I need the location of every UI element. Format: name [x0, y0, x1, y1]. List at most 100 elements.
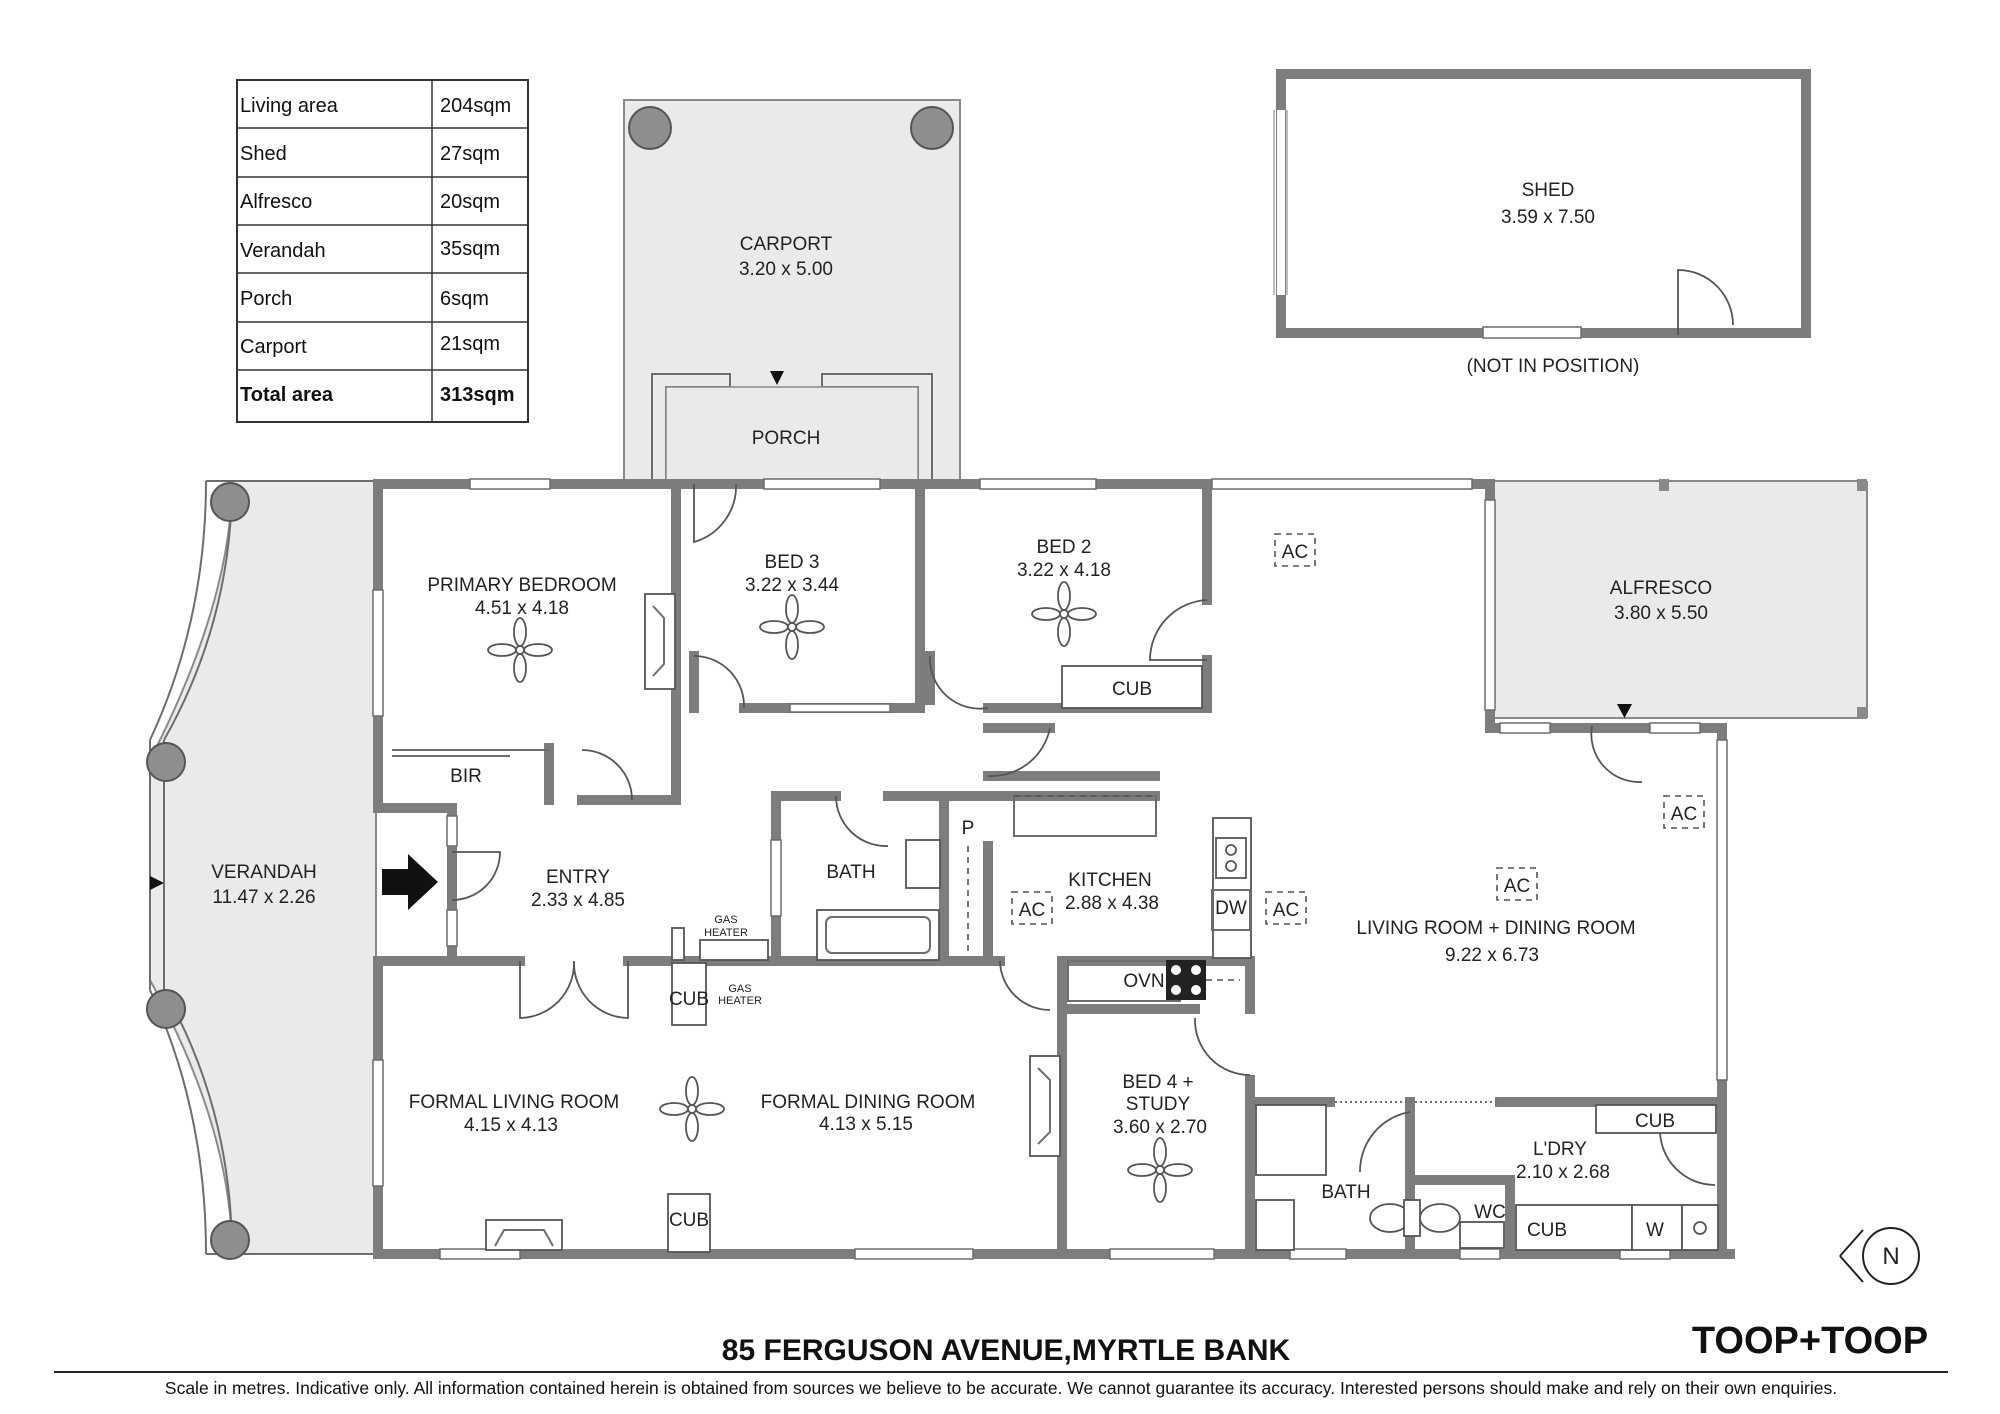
verandah-post — [146, 989, 186, 1029]
ceiling-fan-icon — [759, 594, 825, 660]
area-row-value: 6sqm — [440, 288, 489, 310]
shed-door — [1677, 269, 1734, 335]
cub-label: CUB — [669, 1210, 709, 1231]
primary-bedroom-name: PRIMARY BEDROOM — [427, 575, 616, 596]
compass-letter: N — [1882, 1243, 1899, 1270]
living-dining-name: LIVING ROOM + DINING ROOM — [1356, 918, 1635, 939]
ac-label: AC — [1504, 876, 1530, 897]
cub-label: CUB — [1112, 679, 1152, 700]
area-row-label: Carport — [240, 336, 307, 358]
kitchen-dims: 2.88 x 4.38 — [1065, 893, 1159, 914]
bed2-name: BED 2 — [1037, 537, 1092, 558]
ceiling-fan-icon — [659, 1076, 725, 1142]
ceiling-fan-icon — [487, 617, 553, 683]
verandah-post — [146, 742, 186, 782]
area-total-label: Total area — [240, 384, 334, 406]
ceiling-fan-icon — [1127, 1137, 1193, 1203]
fixtures — [382, 533, 1719, 1253]
carport-post — [628, 106, 672, 150]
area-row-label: Alfresco — [240, 191, 312, 213]
fireplace — [485, 1219, 563, 1251]
shed-dims: 3.59 x 7.50 — [1501, 207, 1595, 228]
area-row-label: Verandah — [240, 240, 326, 262]
alfresco-name: ALFRESCO — [1610, 578, 1712, 599]
address-title: 85 FERGUSON AVENUE,MYRTLE BANK — [722, 1334, 1291, 1367]
wc-name: WC — [1474, 1202, 1506, 1223]
cub-label: CUB — [1527, 1220, 1567, 1241]
gas-heater-label: GAS — [728, 983, 751, 995]
bir-label: BIR — [450, 766, 482, 787]
laundry-name: L'DRY — [1533, 1139, 1587, 1160]
shed-name: SHED — [1522, 180, 1575, 201]
oven-label: OVN — [1123, 971, 1164, 992]
verandah-name: VERANDAH — [211, 862, 317, 883]
area-row-value: 27sqm — [440, 143, 500, 165]
carport-dims: 3.20 x 5.00 — [739, 259, 833, 280]
area-total-value: 313sqm — [440, 384, 515, 406]
area-row-label: Porch — [240, 288, 292, 310]
verandah-post — [210, 1220, 250, 1260]
gas-heater-label: HEATER — [704, 927, 748, 939]
toilet-icon — [1419, 1203, 1461, 1233]
bed4-name-line2: STUDY — [1126, 1094, 1191, 1115]
verandah: VERANDAH 11.47 x 2.26 — [146, 480, 377, 1260]
cooktop-icon — [1166, 960, 1206, 1000]
fireplace — [1029, 1055, 1061, 1157]
bed3-dims: 3.22 x 3.44 — [745, 575, 839, 596]
formal-living-dims: 4.15 x 4.13 — [464, 1115, 558, 1136]
fireplace — [644, 593, 676, 690]
room-labels: PRIMARY BEDROOM 4.51 x 4.18 BED 3 3.22 x… — [409, 537, 1636, 1223]
area-row-value: 35sqm — [440, 238, 500, 260]
bed4-dims: 3.60 x 2.70 — [1113, 1117, 1207, 1138]
alfresco-arrow — [1617, 704, 1632, 718]
primary-bedroom-dims: 4.51 x 4.18 — [475, 598, 569, 619]
area-row-value: 20sqm — [440, 191, 500, 213]
compass-north-icon — [1862, 1227, 1920, 1285]
area-row-label: Shed — [240, 143, 287, 165]
washer-label: W — [1646, 1220, 1664, 1241]
footer: 85 FERGUSON AVENUE,MYRTLE BANK TOOP+TOOP… — [54, 1320, 1948, 1398]
carport-post — [910, 106, 954, 150]
formal-dining-name: FORMAL DINING ROOM — [761, 1092, 976, 1113]
living-dining-dims: 9.22 x 6.73 — [1445, 945, 1539, 966]
formal-dining-dims: 4.13 x 5.15 — [819, 1114, 913, 1135]
bed3-name: BED 3 — [765, 552, 820, 573]
gas-heater-label: HEATER — [718, 995, 762, 1007]
entry-arrow-icon — [382, 854, 438, 910]
porch-name: PORCH — [752, 428, 821, 449]
ac-label: AC — [1671, 804, 1697, 825]
bed2-dims: 3.22 x 4.18 — [1017, 560, 1111, 581]
bed4-name-line1: BED 4 + — [1122, 1072, 1193, 1093]
disclaimer: Scale in metres. Indicative only. All in… — [165, 1378, 1837, 1398]
verandah-post — [210, 482, 250, 522]
ac-label: AC — [1019, 900, 1045, 921]
shed-window — [1482, 326, 1582, 339]
cub-label: CUB — [1635, 1111, 1675, 1132]
windows — [372, 478, 1728, 1260]
entry-dims: 2.33 x 4.85 — [531, 890, 625, 911]
ac-label: AC — [1273, 900, 1299, 921]
compass: N — [1839, 1227, 1920, 1285]
bathtub — [816, 909, 940, 961]
vanity — [905, 839, 941, 889]
area-row-label: Living area — [240, 95, 339, 117]
cub-label: CUB — [669, 989, 709, 1010]
area-row-value: 204sqm — [440, 95, 511, 117]
carport-name: CARPORT — [740, 234, 833, 255]
shed-note: (NOT IN POSITION) — [1467, 356, 1640, 377]
doors — [451, 483, 1716, 1186]
verandah-dims: 11.47 x 2.26 — [212, 887, 315, 908]
ac-label: AC — [1282, 542, 1308, 563]
bath2-name: BATH — [1321, 1182, 1370, 1203]
fixture-labels: AC AC AC AC AC CUB CUB CUB CUB CUB W P D… — [669, 542, 1697, 1241]
ceiling-fan-icon — [1031, 581, 1097, 647]
bath-name: BATH — [826, 862, 875, 883]
shed: SHED 3.59 x 7.50 (NOT IN POSITION) — [1273, 69, 1811, 377]
sink-icon — [1215, 837, 1247, 879]
area-table: Living area 204sqm Shed 27sqm Alfresco 2… — [236, 79, 529, 423]
porch: PORCH — [651, 371, 933, 481]
porch-arrow — [770, 371, 784, 385]
dishwasher-label: DW — [1215, 898, 1247, 919]
verandah-arrow — [150, 876, 164, 890]
